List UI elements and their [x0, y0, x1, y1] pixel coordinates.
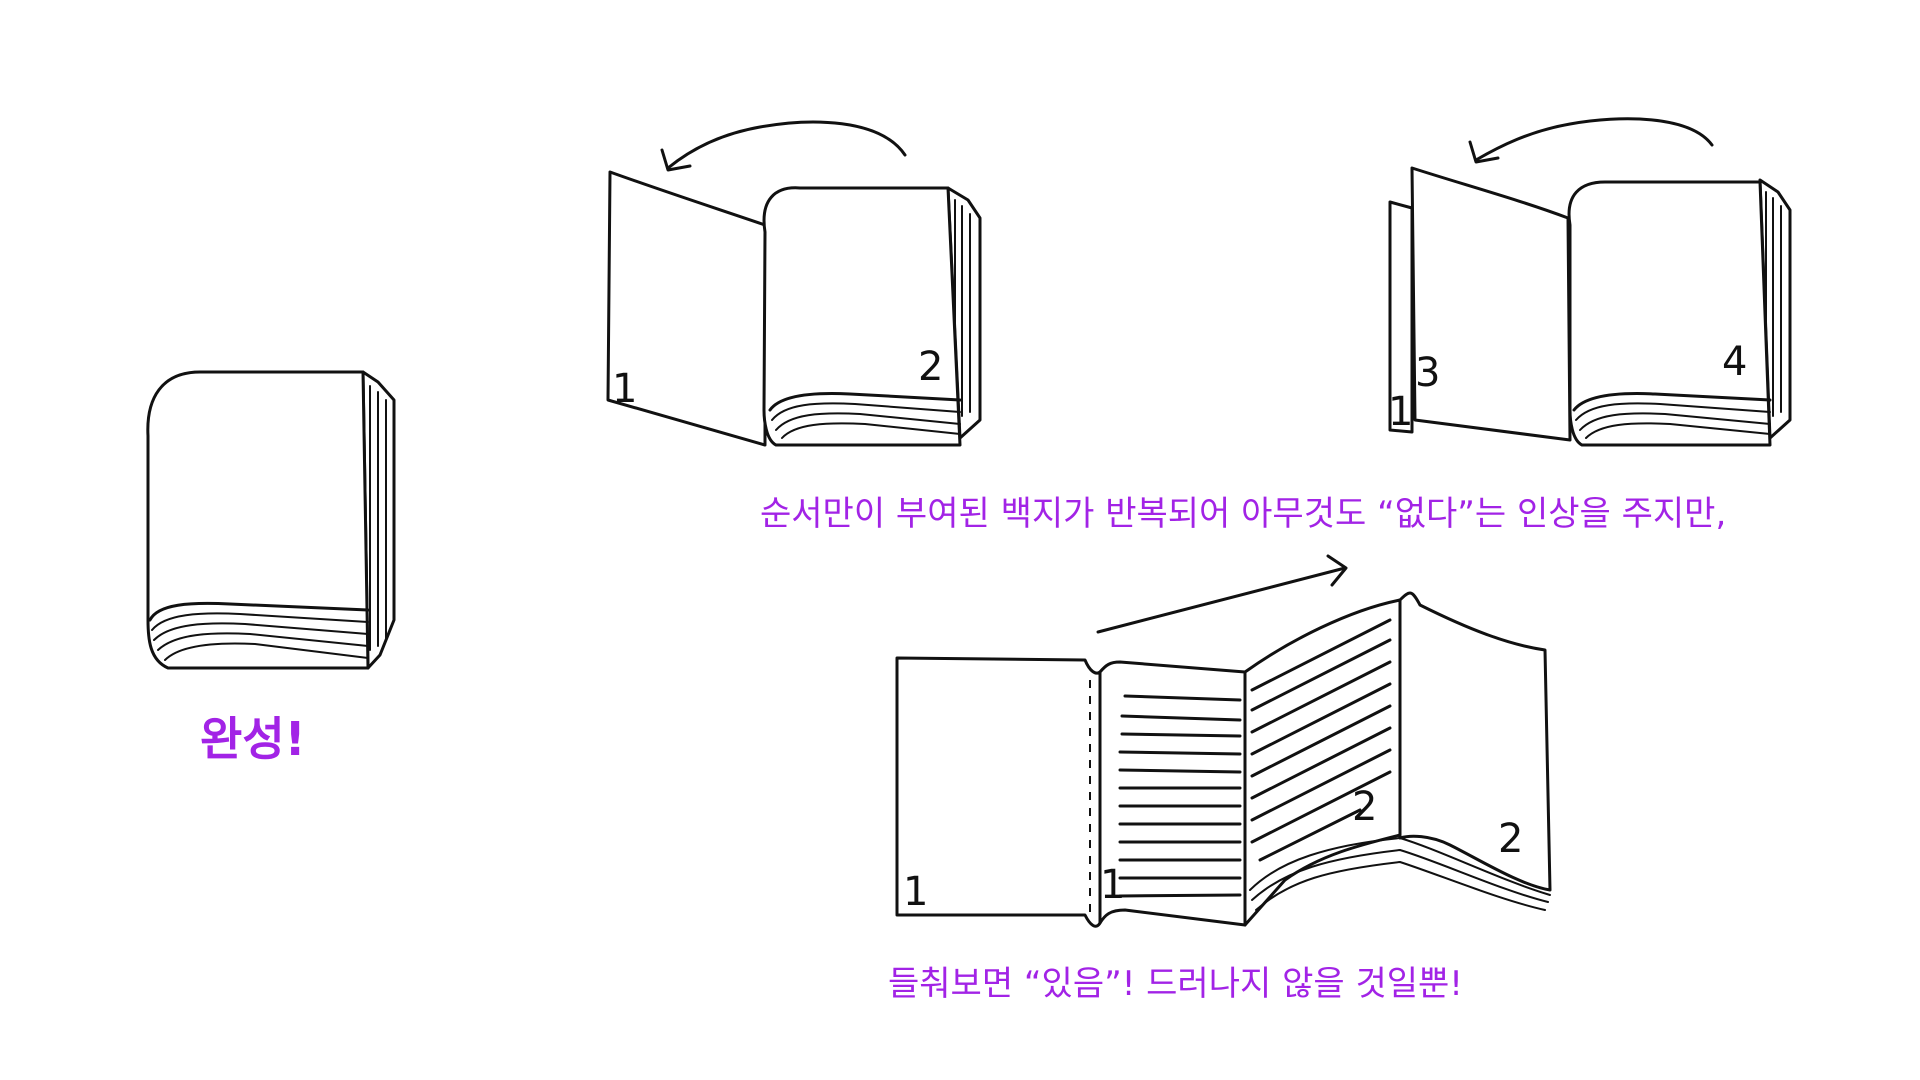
- caption-complete: 완성!: [200, 712, 306, 766]
- page-number-1: 1: [612, 366, 637, 412]
- closed-book-cover: [146, 370, 370, 670]
- page-number-fold-2: 2: [1352, 784, 1377, 830]
- page-number-2: 2: [918, 344, 943, 390]
- turn-arrow-left-a: [666, 120, 907, 170]
- spread-b-right-page: [1567, 180, 1772, 447]
- page-number-4: 4: [1722, 339, 1747, 385]
- turn-arrow-head-a: [660, 148, 692, 172]
- closed-book-page-lines: [369, 385, 387, 651]
- ruled-lines-fold: [1250, 618, 1392, 862]
- caption-bottom: 들춰보면 “있음”! 드러나지 않을 것일뿐!: [888, 964, 1463, 1004]
- page-number-outer-1: 1: [903, 869, 928, 915]
- turn-arrow-left-b: [1474, 117, 1714, 162]
- spread-a-bottom-edge: [768, 392, 962, 412]
- open-arrow: [1096, 566, 1347, 634]
- open-arrow-head: [1326, 554, 1348, 587]
- turn-arrow-head-b: [1468, 140, 1500, 164]
- page-number-1b: 1: [1388, 389, 1413, 435]
- spread-a: 1 2: [606, 120, 982, 447]
- closed-book-spine-edge: [148, 601, 370, 622]
- page-number-inner-1: 1: [1100, 862, 1125, 908]
- open-spread-right-page: [1398, 591, 1552, 892]
- ruled-lines-inner: [1118, 694, 1242, 898]
- spread-b-left-page: [1410, 166, 1572, 442]
- spread-b-bottom-lines: [1575, 402, 1771, 439]
- open-spread: 1 1 2 2: [895, 554, 1552, 928]
- spread-b-back-page: [1388, 200, 1414, 434]
- closed-book-spine-lines: [151, 612, 369, 661]
- page-number-3: 3: [1415, 350, 1440, 396]
- caption-top: 순서만이 부여된 백지가 반복되어 아무것도 “없다”는 인상을 주지만,: [760, 494, 1726, 534]
- open-spread-page-block: [1249, 837, 1551, 911]
- page-number-right-2: 2: [1498, 816, 1523, 862]
- spread-b: 1 3 4: [1388, 117, 1792, 447]
- spread-b-bottom-edge: [1572, 392, 1772, 412]
- spread-a-right-page: [762, 186, 962, 447]
- closed-book: [146, 370, 396, 670]
- spread-a-bottom-lines: [771, 402, 961, 439]
